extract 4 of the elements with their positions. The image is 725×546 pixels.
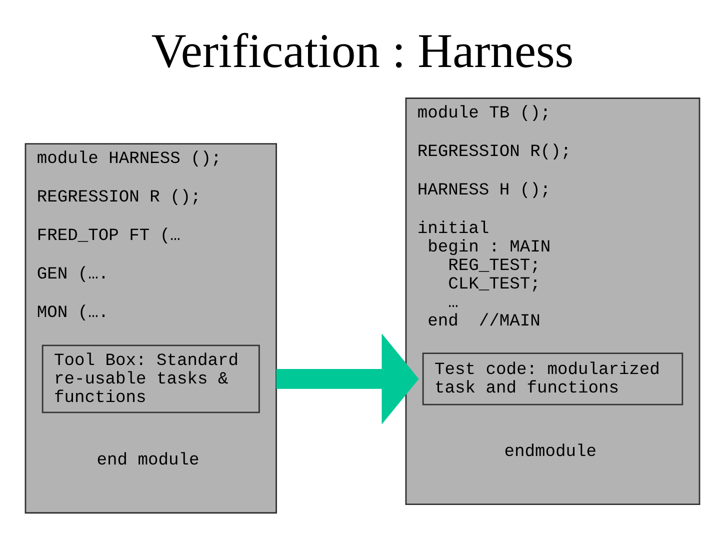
node-box: Test code: modularized task and functions — [422, 352, 684, 405]
arrow — [276, 333, 419, 424]
diagram-title: Verification : Harness — [151, 24, 574, 78]
node-box: Tool Box: Standard re-usable tasks & functions — [42, 344, 260, 413]
